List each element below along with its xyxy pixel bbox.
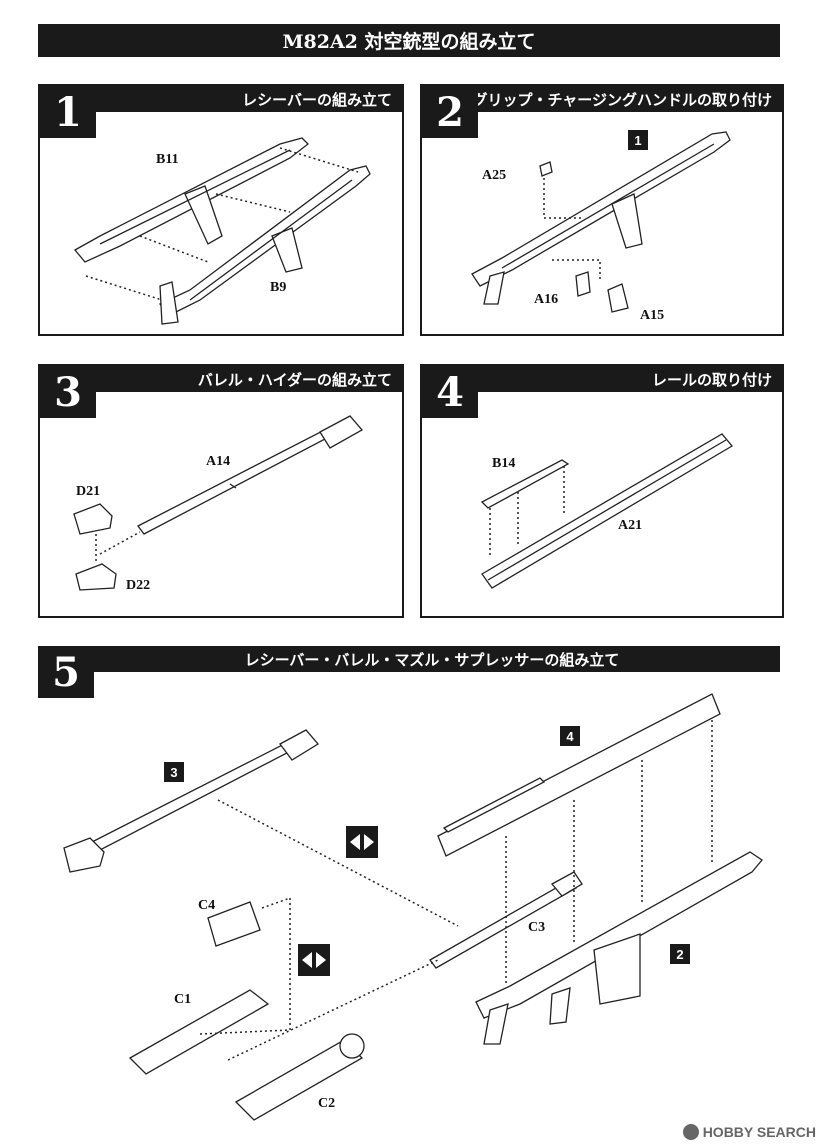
step-1-panel: レシーバーの組み立て 1 B11 B9 <box>38 84 404 336</box>
ref-tag-step-1: 1 <box>628 130 648 150</box>
ref-tag-step-2: 2 <box>670 944 690 964</box>
watermark: HOBBY SEARCH <box>682 1124 816 1140</box>
step-1-number: 1 <box>40 86 96 138</box>
part-label-b11: B11 <box>156 152 179 167</box>
step-3-number: 3 <box>40 366 96 418</box>
swap-option-icon-1 <box>346 826 378 858</box>
step-4-header: レールの取り付け <box>422 366 782 392</box>
step-2-number: 2 <box>422 86 478 138</box>
part-label-c2: C2 <box>318 1096 336 1111</box>
step-3-diagram <box>73 415 364 591</box>
part-label-c4: C4 <box>198 898 216 913</box>
step-3-panel: バレル・ハイダーの組み立て 3 A14 D21 D22 <box>38 364 404 618</box>
ref-tag-step-3: 3 <box>164 762 184 782</box>
part-label-a15: A15 <box>640 308 665 323</box>
part-label-a25: A25 <box>482 168 507 183</box>
step-3-title: バレル・ハイダーの組み立て <box>197 370 392 389</box>
hobbysearch-logo-icon <box>682 1124 699 1140</box>
page-title: M82A2 対空銃型の組み立て <box>38 24 780 57</box>
part-label-a16: A16 <box>534 292 559 307</box>
part-label-b14: B14 <box>492 456 516 471</box>
ref-tag-step-4: 4 <box>560 726 580 746</box>
part-label-b9: B9 <box>270 280 287 295</box>
step-4-number: 4 <box>422 366 478 418</box>
step-1-header: レシーバーの組み立て <box>40 86 402 112</box>
step-4-title: レールの取り付け <box>651 370 772 389</box>
part-label-a14: A14 <box>206 454 231 469</box>
step-5-number: 5 <box>38 646 94 698</box>
step-1-title: レシーバーの組み立て <box>242 90 392 109</box>
page-title-text: M82A2 対空銃型の組み立て <box>282 31 536 53</box>
step-5-title: レシーバー・バレル・マズル・サプレッサーの組み立て <box>244 650 620 669</box>
step-2-header: グリップ・チャージングハンドルの取り付け <box>422 86 782 112</box>
part-label-d21: D21 <box>76 484 101 499</box>
step-4-diagram <box>480 433 733 589</box>
swap-option-icon-2 <box>298 944 330 976</box>
step-2-title: グリップ・チャージングハンドルの取り付け <box>472 90 772 109</box>
part-label-c3: C3 <box>528 920 546 935</box>
step-2-diagram <box>471 131 731 313</box>
step-4-panel: レールの取り付け 4 B14 A21 <box>420 364 784 618</box>
step-1-diagram <box>73 137 371 325</box>
step-2-panel: グリップ・チャージングハンドルの取り付け 2 1 A25 A16 A15 <box>420 84 784 336</box>
part-label-a21: A21 <box>618 518 643 533</box>
part-label-c1: C1 <box>174 992 192 1007</box>
step-3-header: バレル・ハイダーの組み立て <box>40 366 402 392</box>
part-label-d22: D22 <box>126 578 151 593</box>
step-5-header: レシーバー・バレル・マズル・サプレッサーの組み立て <box>94 646 780 672</box>
step-5-panel: レシーバー・バレル・マズル・サプレッサーの組み立て 5 <box>38 646 780 698</box>
watermark-text: HOBBY SEARCH <box>702 1124 816 1140</box>
